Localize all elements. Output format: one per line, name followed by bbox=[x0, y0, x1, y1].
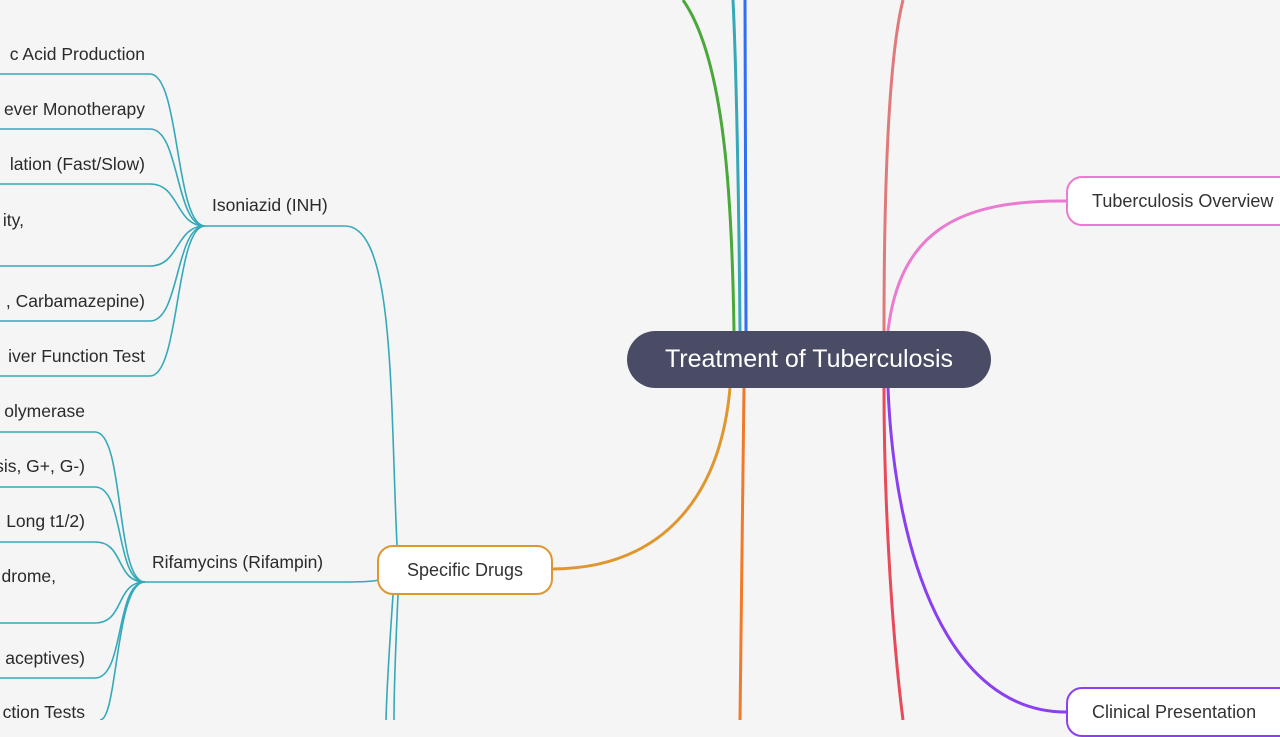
mindmap-connectors bbox=[0, 0, 1067, 720]
connector-overview bbox=[886, 199, 1067, 332]
connector-isoniazid bbox=[205, 225, 398, 546]
topic-rifamycins[interactable]: Rifamycins (Rifampin) bbox=[152, 552, 324, 572]
connector-down-1 bbox=[385, 594, 394, 720]
connector-clinical bbox=[886, 387, 1067, 714]
connector-teal-up-branch bbox=[731, 0, 742, 332]
rif-child-5[interactable]: aceptives) bbox=[5, 648, 85, 668]
connector-specific-drugs bbox=[552, 387, 732, 571]
rif-child-3[interactable]: Long t1/2) bbox=[6, 511, 85, 531]
inh-child-1[interactable]: c Acid Production bbox=[9, 44, 145, 64]
rif-child-1[interactable]: olymerase bbox=[4, 401, 85, 421]
topic-isoniazid[interactable]: Isoniazid (INH) bbox=[212, 195, 328, 215]
connector-inh-child-1 bbox=[0, 73, 206, 227]
connector-down-2 bbox=[393, 594, 399, 720]
branch-tuberculosis-overview[interactable]: Tuberculosis Overview bbox=[1066, 176, 1280, 226]
connector-rif-child-4 bbox=[0, 581, 146, 624]
connector-inh-child-5 bbox=[0, 225, 206, 322]
connector-inh-child-3 bbox=[0, 183, 206, 227]
connector-blue-branch bbox=[743, 0, 748, 332]
connector-rif-child-2 bbox=[0, 486, 146, 583]
rif-child-6[interactable]: ction Tests bbox=[2, 702, 85, 722]
connector-salmon-branch bbox=[882, 0, 905, 332]
connector-red-branch bbox=[882, 387, 905, 720]
inh-child-5[interactable]: , Carbamazepine) bbox=[5, 291, 145, 311]
connector-orange-down-branch bbox=[738, 387, 746, 720]
rif-child-2[interactable]: sis, G+, G-) bbox=[0, 456, 85, 476]
connector-rif-child-1 bbox=[0, 431, 146, 583]
branch-clinical-presentation[interactable]: Clinical Presentation bbox=[1066, 687, 1280, 737]
central-topic[interactable]: Treatment of Tuberculosis bbox=[627, 331, 991, 388]
inh-child-2[interactable]: ever Monotherapy bbox=[3, 99, 145, 119]
inh-child-4[interactable]: ity, bbox=[2, 210, 24, 230]
connector-inh-child-6 bbox=[0, 225, 206, 377]
inh-child-3[interactable]: lation (Fast/Slow) bbox=[9, 154, 145, 174]
connector-rif-child-6 bbox=[99, 581, 146, 720]
inh-child-6[interactable]: iver Function Test bbox=[8, 346, 145, 366]
rif-child-4[interactable]: drome, bbox=[1, 566, 56, 586]
connector-inh-child-2 bbox=[0, 128, 206, 227]
branch-specific-drugs[interactable]: Specific Drugs bbox=[377, 545, 553, 595]
connector-inh-child-4 bbox=[0, 225, 206, 267]
connector-green-branch bbox=[681, 0, 736, 332]
connector-rif-child-3 bbox=[0, 541, 146, 583]
